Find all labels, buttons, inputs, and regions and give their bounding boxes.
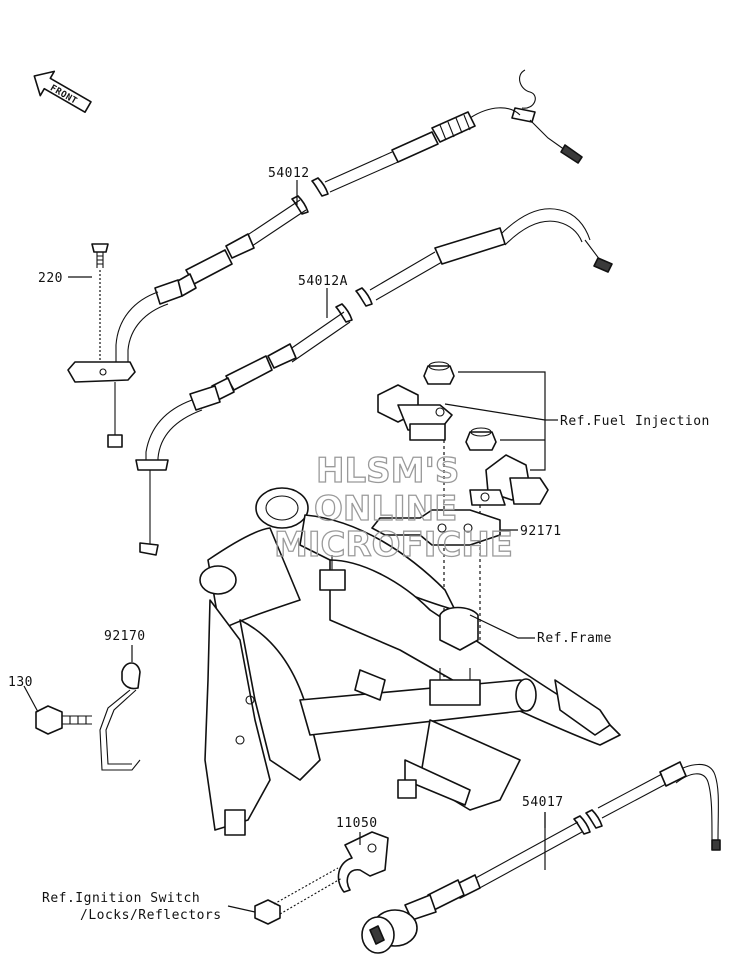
fuel-injection-sensor-lower[interactable] [469,454,549,680]
throttle-cable-54012a[interactable] [135,208,613,556]
bolt-ignition[interactable] [254,867,343,925]
choke-cable-54017[interactable] [361,761,721,954]
callout-54017: 54017 [522,795,564,810]
watermark-line-2: ONLINE [314,489,457,529]
nut-upper[interactable] [423,361,455,385]
bracket-92171[interactable] [371,509,518,546]
callout-220: 220 [38,271,63,286]
screw-220[interactable] [91,243,109,360]
frame [199,487,621,836]
watermark-line-3: MICROFICHE [274,525,513,565]
front-arrow: FRONT [33,70,92,113]
leader-fuel-1 [458,371,546,471]
callout-54012a: 54012A [298,274,348,289]
watermark: HLSM'S ONLINE MICROFICHE [273,450,513,565]
callout-ref-ignition-switch: Ref.Ignition Switch [42,891,200,906]
callout-92170: 92170 [104,629,146,644]
callout-130: 130 [8,675,33,690]
callout-92171: 92171 [520,524,562,539]
bolt-130[interactable] [23,685,92,735]
bracket-11050[interactable] [337,831,389,893]
fuel-injection-sensor-upper[interactable] [377,384,453,680]
leader-fuel-2 [444,403,546,421]
callout-ref-locks-reflectors: /Locks/Reflectors [80,908,222,923]
callout-11050: 11050 [336,816,378,831]
bracket-92170[interactable] [99,645,141,771]
throttle-cable-54012[interactable] [67,69,583,448]
nut-lower[interactable] [465,427,497,451]
callout-ref-frame: Ref.Frame [537,631,612,646]
leader-ignition [227,905,256,913]
leader-frame [469,614,535,639]
watermark-line-1: HLSM'S [316,451,459,491]
callout-54012: 54012 [268,166,310,181]
callout-ref-fuel-injection: Ref.Fuel Injection [560,414,710,429]
